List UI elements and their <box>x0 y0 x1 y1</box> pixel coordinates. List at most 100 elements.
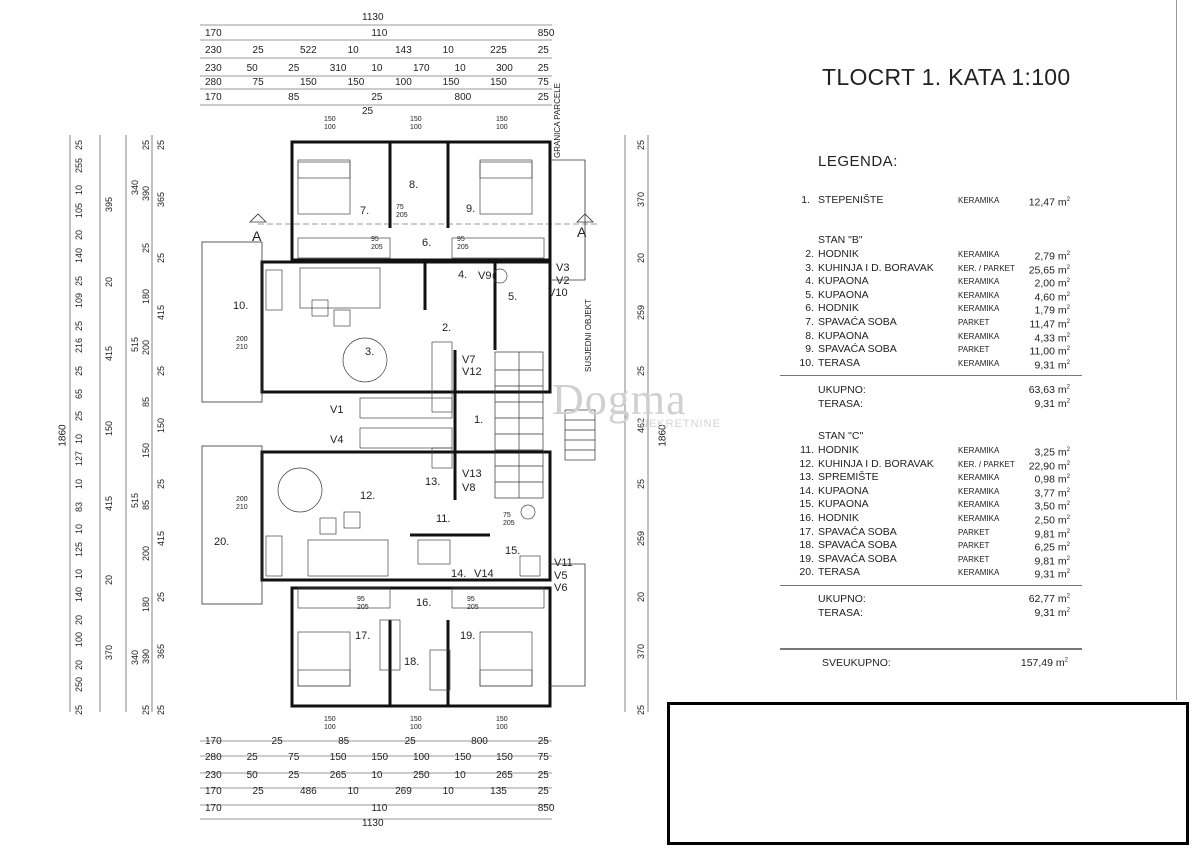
dimension-value: 75 <box>288 752 300 763</box>
legend-num: 14. <box>799 484 814 497</box>
dimension-value: 25 <box>537 736 549 747</box>
dimension-value: 850 <box>537 28 555 39</box>
dimension-value: 170 <box>205 92 222 103</box>
dimension-value: 25 <box>74 320 84 331</box>
dimension-value: 200 <box>141 340 151 356</box>
room-14: 14. <box>451 568 467 580</box>
dimension-value: 25 <box>74 365 84 376</box>
legend-material: KERAMIKA <box>958 486 1000 496</box>
vent-v13: V13 <box>462 468 482 480</box>
legend-num: 16. <box>799 511 814 524</box>
legend-num: 15. <box>799 498 814 511</box>
dimension-value: 10 <box>74 524 84 535</box>
dimension-value: 85 <box>338 736 350 747</box>
legend-area: 2,50 m2 <box>1034 514 1070 527</box>
top-dimensions <box>69 24 649 820</box>
legend-stair: 1. STEPENIŠTE KERAMIKA 12,47 m2 <box>780 194 1080 209</box>
legend-material: KERAMIKA <box>958 473 1000 483</box>
dimension-value: 1130 <box>362 12 384 23</box>
legend-material: KERAMIKA <box>958 568 1000 578</box>
dimension-value: 415 <box>156 304 166 320</box>
room-19: 19. <box>460 630 476 642</box>
sheet-border <box>1176 0 1177 700</box>
dimension-value: 75 <box>537 752 549 763</box>
dimension-value: 390 <box>141 648 151 664</box>
dimension-value: 85 <box>141 499 151 510</box>
dimension-value: 25 <box>252 45 264 56</box>
dimension-value: 230 <box>205 770 222 781</box>
dimension-value: 850 <box>537 803 555 814</box>
dimension-value: 20 <box>636 591 646 602</box>
dimension-value: 100 <box>74 632 84 648</box>
legend-room-name: KUPAONA <box>818 498 869 511</box>
legend-room-name: KUHINJA I D. BORAVAK <box>818 457 934 470</box>
dimension-value: 25 <box>537 63 549 74</box>
legend-num: 11. <box>800 444 814 456</box>
dimension-value: 10 <box>454 63 466 74</box>
dimension-value: 25 <box>636 478 646 489</box>
stan-c-label: STAN "C" <box>818 430 864 442</box>
vent-v1: V1 <box>330 404 344 416</box>
legend-num: 2. <box>805 248 814 260</box>
legend-num: 7. <box>805 315 814 328</box>
dimension-value: 265 <box>329 770 347 781</box>
dimension-value: 25 <box>636 139 646 150</box>
legend-separator <box>780 585 1082 586</box>
legend-material: KERAMIKA <box>958 304 1000 314</box>
legend-room-name: STEPENIŠTE <box>818 194 884 206</box>
door-label: 95 205 <box>371 236 383 251</box>
legend-area: 3,25 m2 <box>1034 446 1070 459</box>
dimension-value: 20 <box>74 614 84 625</box>
room-16: 16. <box>416 597 432 609</box>
legend-num: 8. <box>805 329 814 342</box>
legend-material: PARKET <box>958 541 990 551</box>
legend-area: 2,00 m2 <box>1034 277 1070 290</box>
legend-room-name: KUPAONA <box>818 329 869 342</box>
terraces <box>201 159 586 687</box>
dimension-value: 170 <box>412 63 430 74</box>
dimension-value: 230 <box>205 45 222 56</box>
dimension-value: 340 <box>130 179 140 195</box>
dimension-value: 110 <box>371 28 388 39</box>
dimension-value: 25 <box>156 365 166 376</box>
legend-room-name: SPAVAĆA SOBA <box>818 539 897 552</box>
legend-material: KER. / PARKET <box>958 263 1015 273</box>
legend-area: 12,47 m2 <box>1028 196 1070 209</box>
legend-num: 3. <box>805 261 814 274</box>
door-label: 75 205 <box>396 204 408 219</box>
room-15: 15. <box>505 545 521 557</box>
vent-v2: V2 <box>556 275 570 287</box>
legend-material: KER. / PARKET <box>958 459 1015 469</box>
dimension-value: 370 <box>636 643 646 659</box>
dimension-value: 100 <box>395 77 412 88</box>
legend-room-name: HODNIK <box>818 444 859 456</box>
legend-area: 22,90 m2 <box>1028 460 1070 473</box>
dimension-value: 300 <box>496 63 513 74</box>
legend-separator <box>780 648 1082 650</box>
dimension-value: 25 <box>141 139 151 150</box>
dimension-value: 515 <box>130 493 140 509</box>
dimension-value: 230 <box>205 63 222 74</box>
dimension-value: 265 <box>496 770 513 781</box>
legend-room-name: HODNIK <box>818 248 859 260</box>
legend-material: KERAMIKA <box>958 358 1000 368</box>
dimension-value: 1130 <box>362 818 384 829</box>
dimension-value: 109 <box>74 293 84 309</box>
dimension-value: 150 <box>156 417 166 433</box>
dimension-value: 105 <box>74 202 84 218</box>
dimension-value: 140 <box>74 247 84 263</box>
legend-area: 11,47 m2 <box>1029 318 1070 331</box>
vent-v4: V4 <box>330 434 344 446</box>
window-label: 150 100 <box>324 716 336 731</box>
room-7: 7. <box>360 205 370 217</box>
dimension-value: 216 <box>74 338 84 354</box>
room-17: 17. <box>355 630 371 642</box>
legend-material: PARKET <box>958 527 990 537</box>
